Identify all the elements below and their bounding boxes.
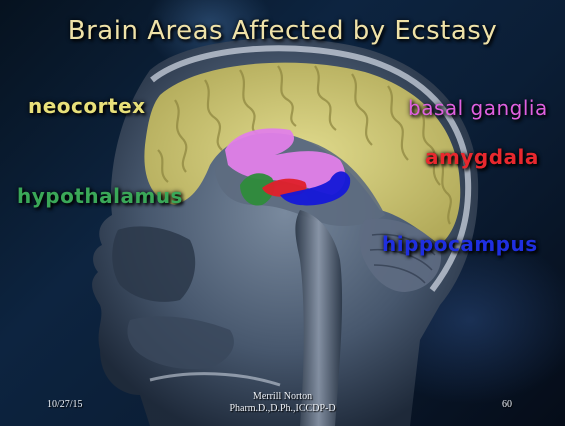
label-hippocampus: hippocampus (382, 232, 538, 256)
label-hypothalamus: hypothalamus (17, 184, 183, 208)
footer-date: 10/27/15 (47, 399, 83, 410)
slide-title: Brain Areas Affected by Ecstasy (0, 16, 565, 46)
label-neocortex: neocortex (28, 94, 146, 118)
label-basal-ganglia: basal ganglia (408, 96, 548, 120)
footer-author-name: Merrill Norton (200, 391, 365, 403)
footer-author-credentials: Pharm.D.,D.Ph.,ICCDP-D (200, 403, 365, 415)
footer-page-number: 60 (502, 399, 512, 410)
footer-author: Merrill Norton Pharm.D.,D.Ph.,ICCDP-D (200, 391, 365, 415)
label-amygdala: amygdala (425, 145, 539, 169)
